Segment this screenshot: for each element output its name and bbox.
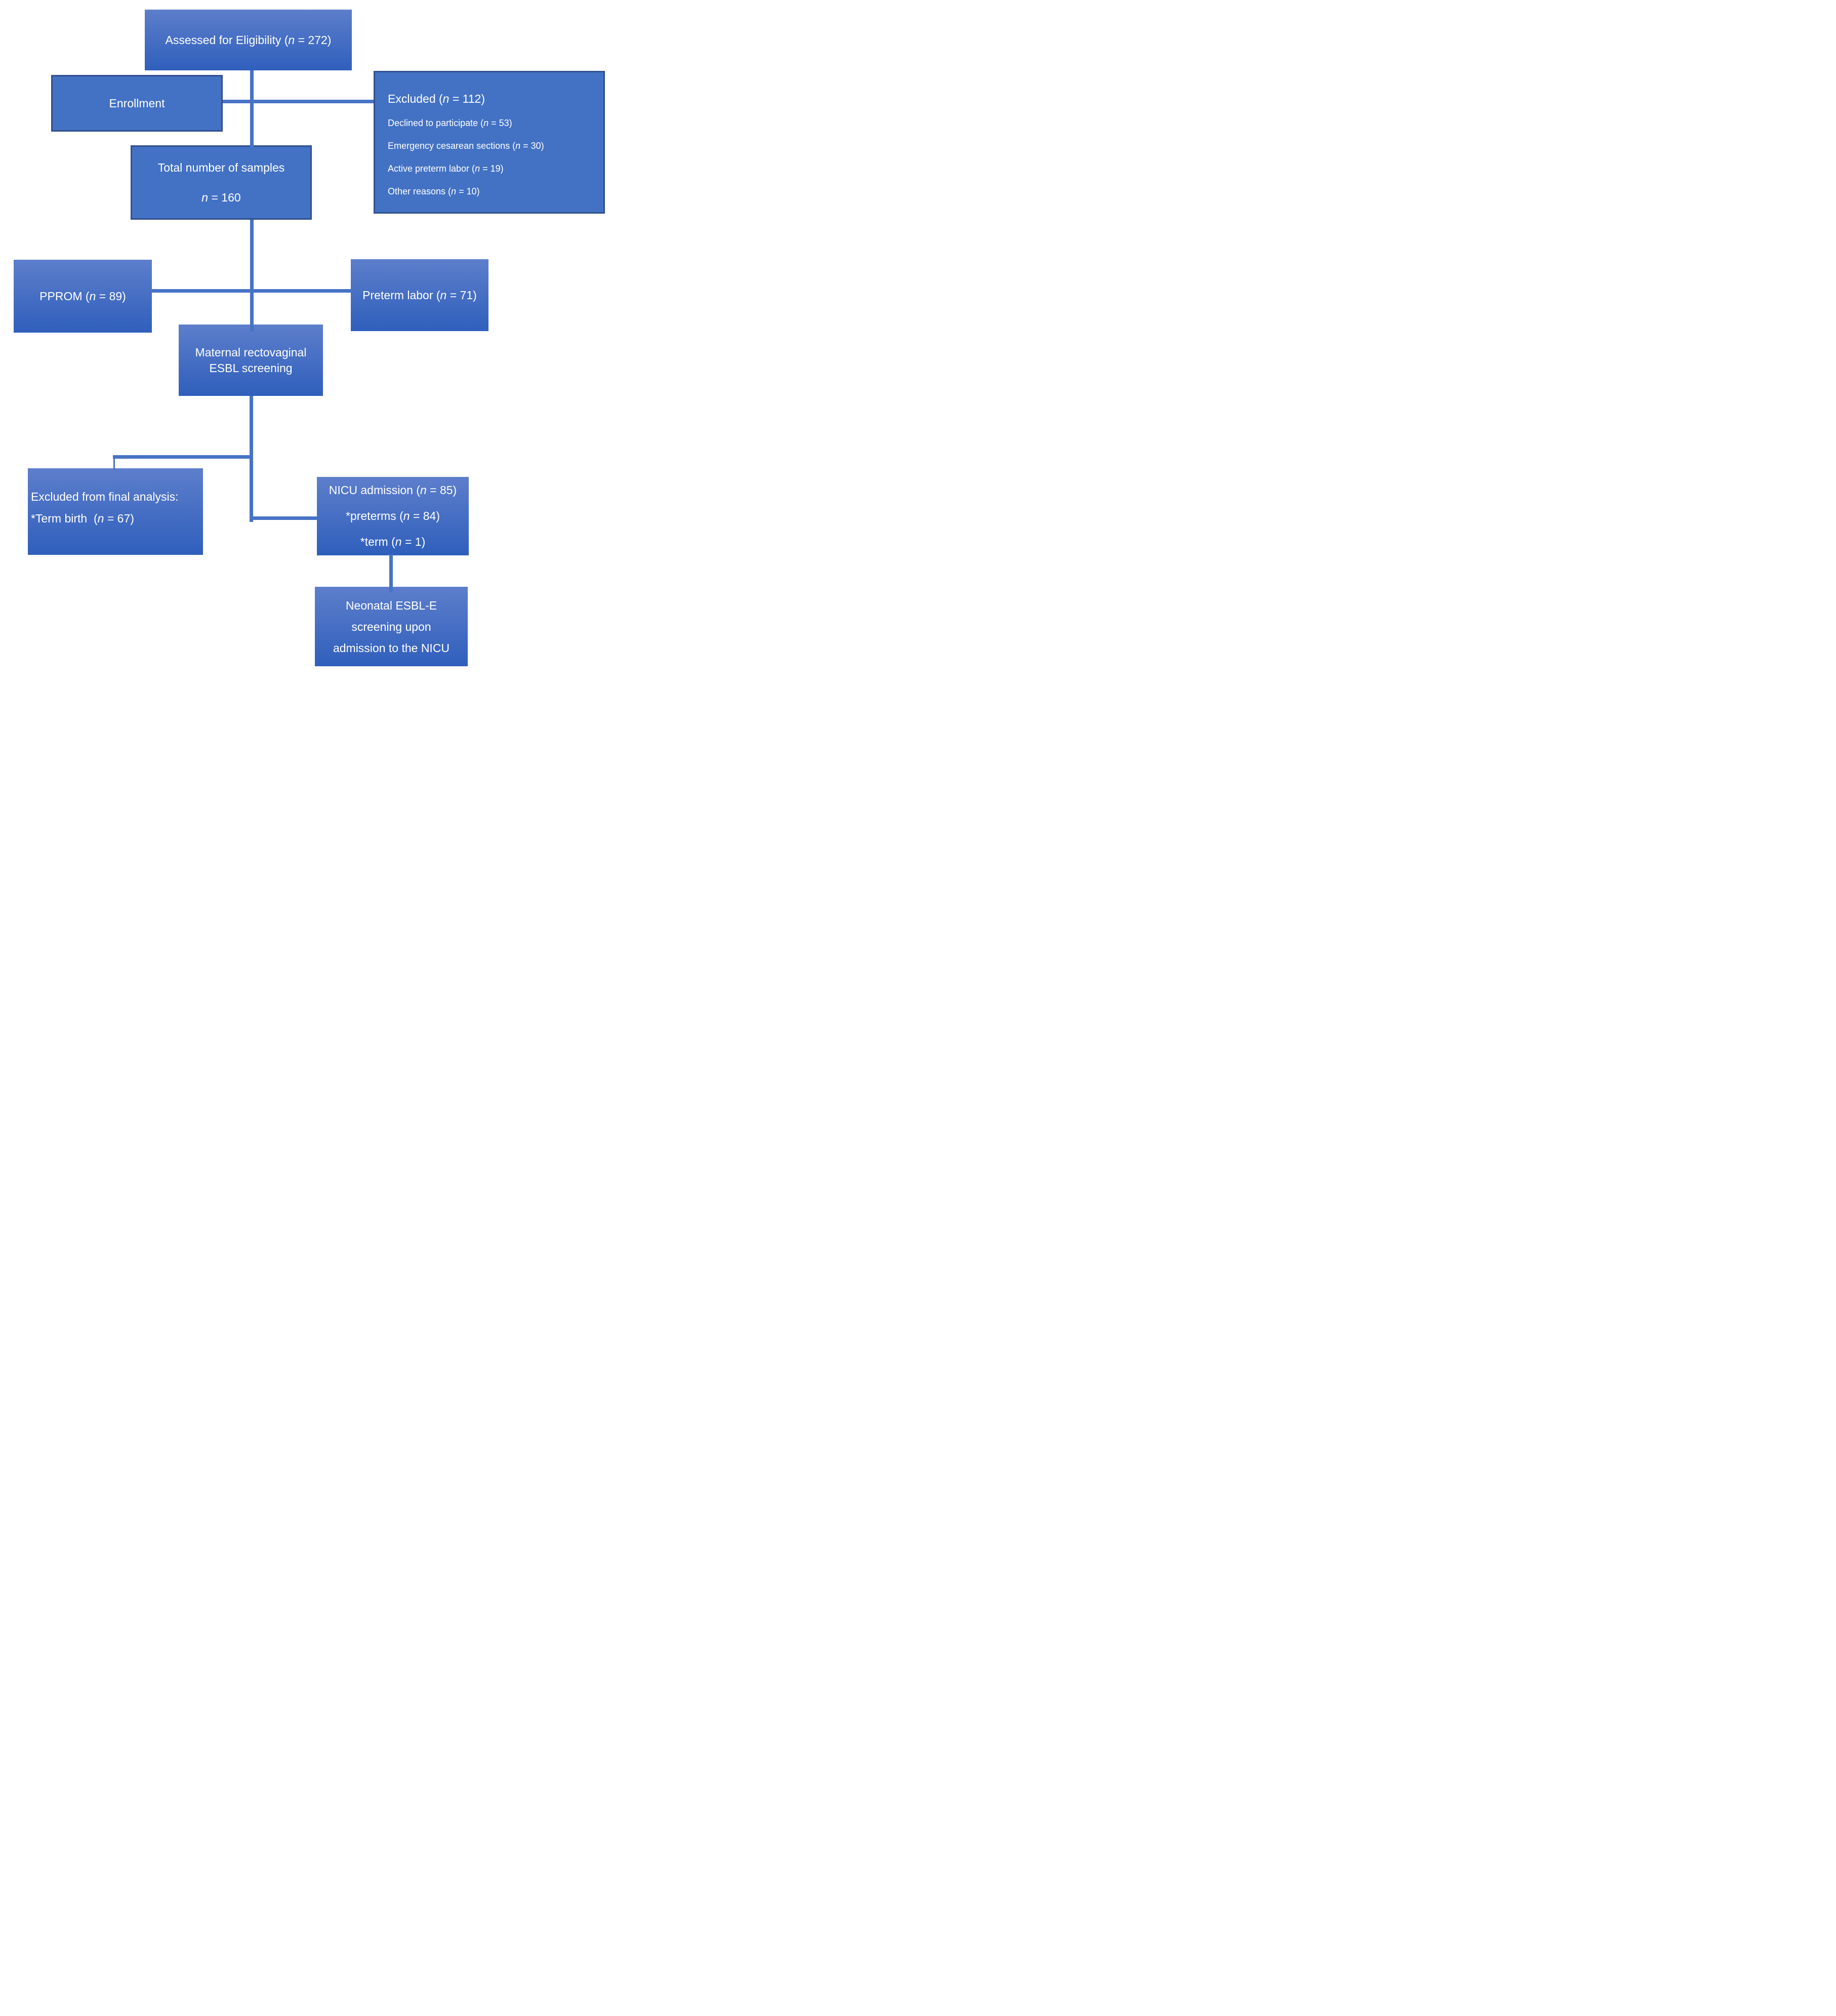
node-label: Enrollment xyxy=(109,96,165,110)
node-label: Assessed for Eligibility (n = 272) xyxy=(165,33,332,47)
excluded-reason: Active preterm labor (n = 19) xyxy=(388,164,504,174)
excluded-title: Excluded (n = 112) xyxy=(388,92,485,105)
excluded-reason: Emergency cesarean sections (n = 30) xyxy=(388,141,544,151)
node-label-line: *term (n = 1) xyxy=(360,535,426,548)
node-neonatal-esbl-screening: Neonatal ESBL-E screening upon admission… xyxy=(315,587,468,666)
node-label-line: Neonatal ESBL-E xyxy=(345,598,437,612)
node-label-line: Maternal rectovaginal xyxy=(195,345,307,359)
connector-branch-to-excluded-final xyxy=(113,455,253,459)
flow-diagram: Assessed for Eligibility (n = 272) Enrol… xyxy=(0,0,612,672)
connector-branch-to-nicu xyxy=(250,516,317,520)
node-label-line: *preterms (n = 84) xyxy=(345,509,440,522)
connector-maternal-down xyxy=(250,396,253,522)
node-label-line: Excluded from final analysis: xyxy=(31,490,179,503)
node-nicu-admission: NICU admission (n = 85) *preterms (n = 8… xyxy=(317,477,469,555)
node-assessed-for-eligibility: Assessed for Eligibility (n = 272) xyxy=(145,10,352,70)
excluded-reason: Other reasons (n = 10) xyxy=(388,186,480,196)
node-label-line: screening upon xyxy=(351,620,431,633)
connector-enrollment-to-excluded xyxy=(223,100,374,103)
connector-assessed-to-total xyxy=(250,70,254,148)
node-maternal-esbl-screening: Maternal rectovaginal ESBL screening xyxy=(179,325,323,396)
node-label: Preterm labor (n = 71) xyxy=(362,288,477,302)
node-excluded: Excluded (n = 112) Declined to participa… xyxy=(374,71,605,214)
node-label-line: ESBL screening xyxy=(209,361,293,375)
connector-nicu-to-neonatal xyxy=(389,554,393,592)
connector-total-to-maternal xyxy=(250,220,254,332)
connector-drop-to-excluded-final xyxy=(113,457,115,470)
node-label-line: admission to the NICU xyxy=(333,641,450,655)
node-preterm-labor: Preterm labor (n = 71) xyxy=(351,259,488,331)
node-count: *Term birth (n = 67) xyxy=(31,512,134,525)
node-enrollment: Enrollment xyxy=(51,75,223,132)
node-label-line: NICU admission (n = 85) xyxy=(329,483,457,497)
excluded-reason: Declined to participate (n = 53) xyxy=(388,118,512,128)
node-total-samples: Total number of samples n = 160 xyxy=(131,145,312,220)
connector-pprom-to-preterm xyxy=(152,289,351,293)
node-count: n = 160 xyxy=(201,190,241,204)
node-label: PPROM (n = 89) xyxy=(39,289,126,303)
node-pprom: PPROM (n = 89) xyxy=(14,260,152,333)
node-excluded-from-final-analysis: Excluded from final analysis: *Term birt… xyxy=(28,468,203,555)
node-label-line: Total number of samples xyxy=(157,160,285,174)
